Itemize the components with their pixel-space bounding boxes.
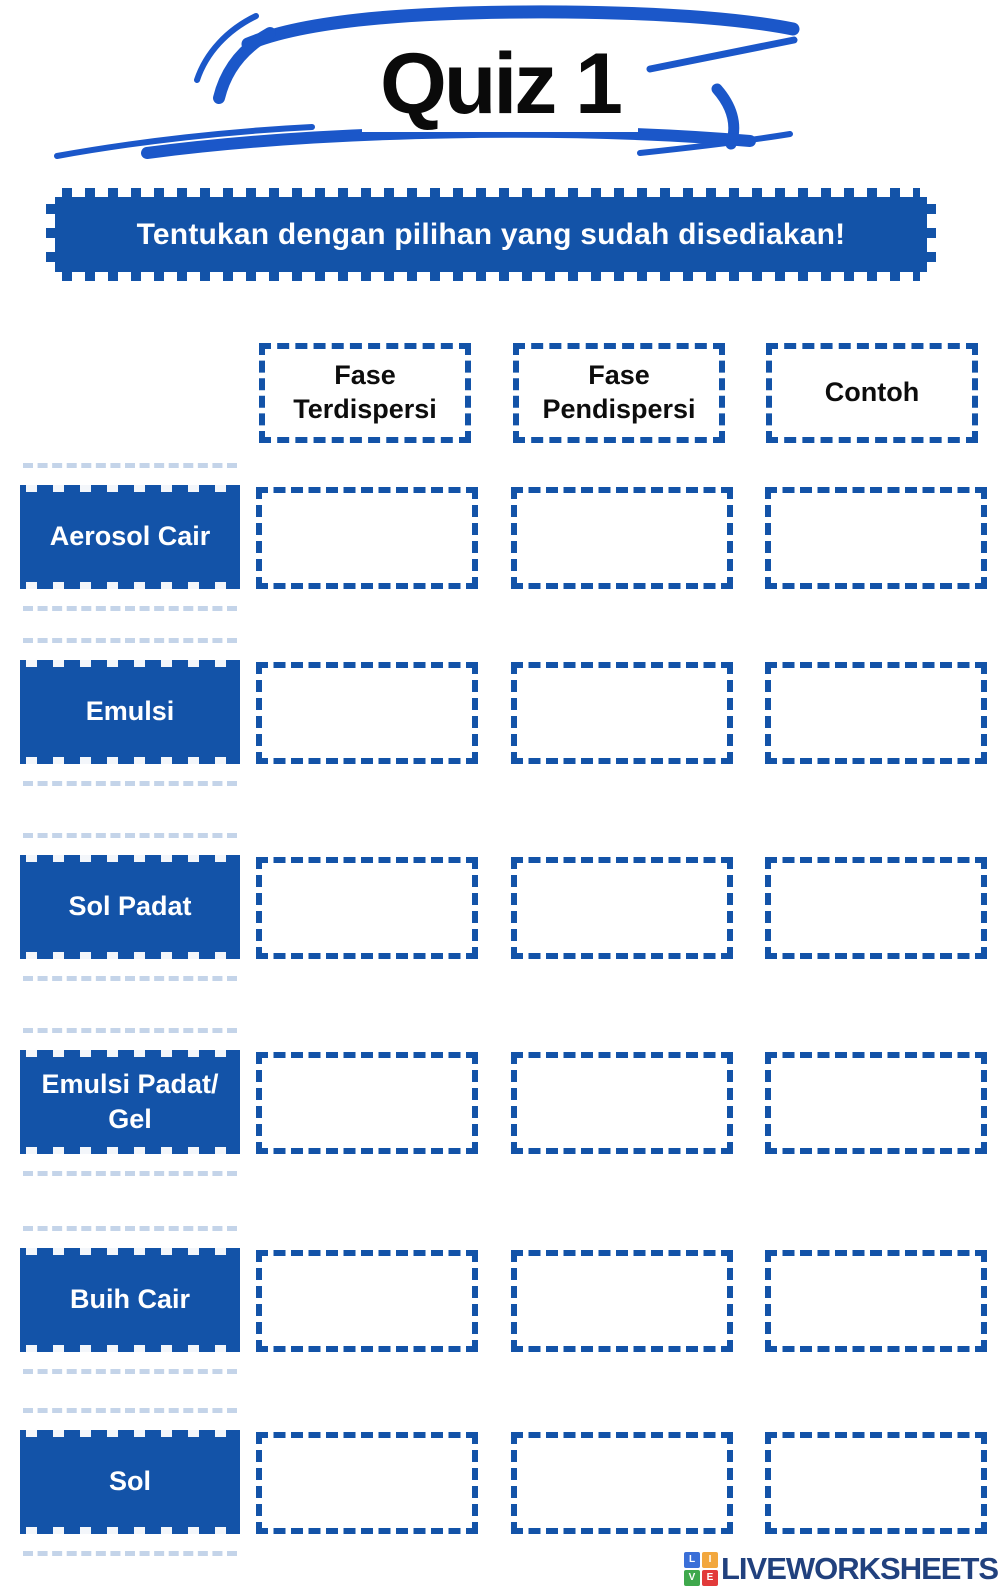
- logo-square-l: L: [684, 1552, 700, 1568]
- quiz-row-aerosol-cair: Aerosol Cair: [0, 463, 1000, 611]
- column-header-contoh: Contoh: [766, 343, 978, 443]
- answer-cell-r5-fase-terdispersi[interactable]: [256, 1250, 478, 1352]
- answer-cell-r5-fase-pendispersi[interactable]: [511, 1250, 733, 1352]
- answer-cell-r4-fase-terdispersi[interactable]: [256, 1052, 478, 1154]
- answer-cell-r1-fase-terdispersi[interactable]: [256, 487, 478, 589]
- swoosh-stroke: [241, 5, 800, 51]
- swoosh-stroke: [54, 124, 315, 159]
- liveworksheets-logo[interactable]: L I V E LIVEWORKSHEETS: [684, 1551, 999, 1587]
- answer-cell-r6-fase-terdispersi[interactable]: [256, 1432, 478, 1534]
- row-label-text: Sol Padat: [68, 891, 192, 922]
- answer-cell-r3-fase-pendispersi[interactable]: [511, 857, 733, 959]
- swoosh-stroke: [141, 125, 756, 159]
- liveworksheets-brand-text: LIVEWORKSHEETS: [721, 1551, 999, 1586]
- answer-cell-r1-contoh[interactable]: [765, 487, 987, 589]
- row-label-text: Emulsi: [85, 696, 175, 727]
- column-header-fase-pendispersi: Fase Pendispersi: [513, 343, 725, 443]
- answer-cell-r6-contoh[interactable]: [765, 1432, 987, 1534]
- quiz-row-emulsi-padat-gel: Emulsi Padat/ Gel: [0, 1028, 1000, 1176]
- column-header-fase-terdispersi: Fase Terdispersi: [259, 343, 471, 443]
- page-title: Quiz 1: [0, 34, 1000, 134]
- liveworksheets-logo-icon: L I V E: [684, 1552, 718, 1586]
- row-label-sol-padat: Sol Padat: [20, 833, 240, 981]
- swoosh-stroke: [213, 27, 276, 104]
- banner-tick-left: [46, 204, 55, 265]
- answer-cell-r3-contoh[interactable]: [765, 857, 987, 959]
- logo-square-i: I: [702, 1552, 718, 1568]
- instruction-banner: Tentukan dengan pilihan yang sudah dised…: [46, 188, 936, 281]
- quiz-row-buih-cair: Buih Cair: [0, 1226, 1000, 1374]
- answer-cell-r3-fase-terdispersi[interactable]: [256, 857, 478, 959]
- row-label-emulsi-padat-gel: Emulsi Padat/ Gel: [20, 1028, 240, 1176]
- logo-square-v: V: [684, 1570, 700, 1586]
- row-label-text: Aerosol Cair: [49, 521, 211, 552]
- row-label-text: Emulsi Padat/ Gel: [41, 1068, 219, 1134]
- swoosh-stroke: [194, 13, 259, 83]
- row-label-emulsi: Emulsi: [20, 638, 240, 786]
- answer-cell-r2-contoh[interactable]: [765, 662, 987, 764]
- swoosh-stroke: [646, 36, 798, 73]
- logo-square-e: E: [702, 1570, 718, 1586]
- quiz-row-sol: Sol: [0, 1408, 1000, 1556]
- row-label-aerosol-cair: Aerosol Cair: [20, 463, 240, 611]
- answer-cell-r2-fase-terdispersi[interactable]: [256, 662, 478, 764]
- banner-tick-right: [927, 204, 936, 265]
- row-label-text: Buih Cair: [69, 1284, 190, 1315]
- quiz-row-sol-padat: Sol Padat: [0, 833, 1000, 981]
- answer-cell-r4-contoh[interactable]: [765, 1052, 987, 1154]
- swoosh-stroke: [637, 131, 793, 156]
- row-label-text: Sol: [108, 1466, 151, 1497]
- quiz-row-emulsi: Emulsi: [0, 638, 1000, 786]
- instruction-text: Tentukan dengan pilihan yang sudah dised…: [136, 217, 846, 251]
- row-label-sol: Sol: [20, 1408, 240, 1556]
- answer-cell-r6-fase-pendispersi[interactable]: [511, 1432, 733, 1534]
- answer-cell-r4-fase-pendispersi[interactable]: [511, 1052, 733, 1154]
- answer-cell-r2-fase-pendispersi[interactable]: [511, 662, 733, 764]
- answer-cell-r1-fase-pendispersi[interactable]: [511, 487, 733, 589]
- answer-cell-r5-contoh[interactable]: [765, 1250, 987, 1352]
- title-swoosh-decoration: [54, 5, 800, 159]
- row-label-buih-cair: Buih Cair: [20, 1226, 240, 1374]
